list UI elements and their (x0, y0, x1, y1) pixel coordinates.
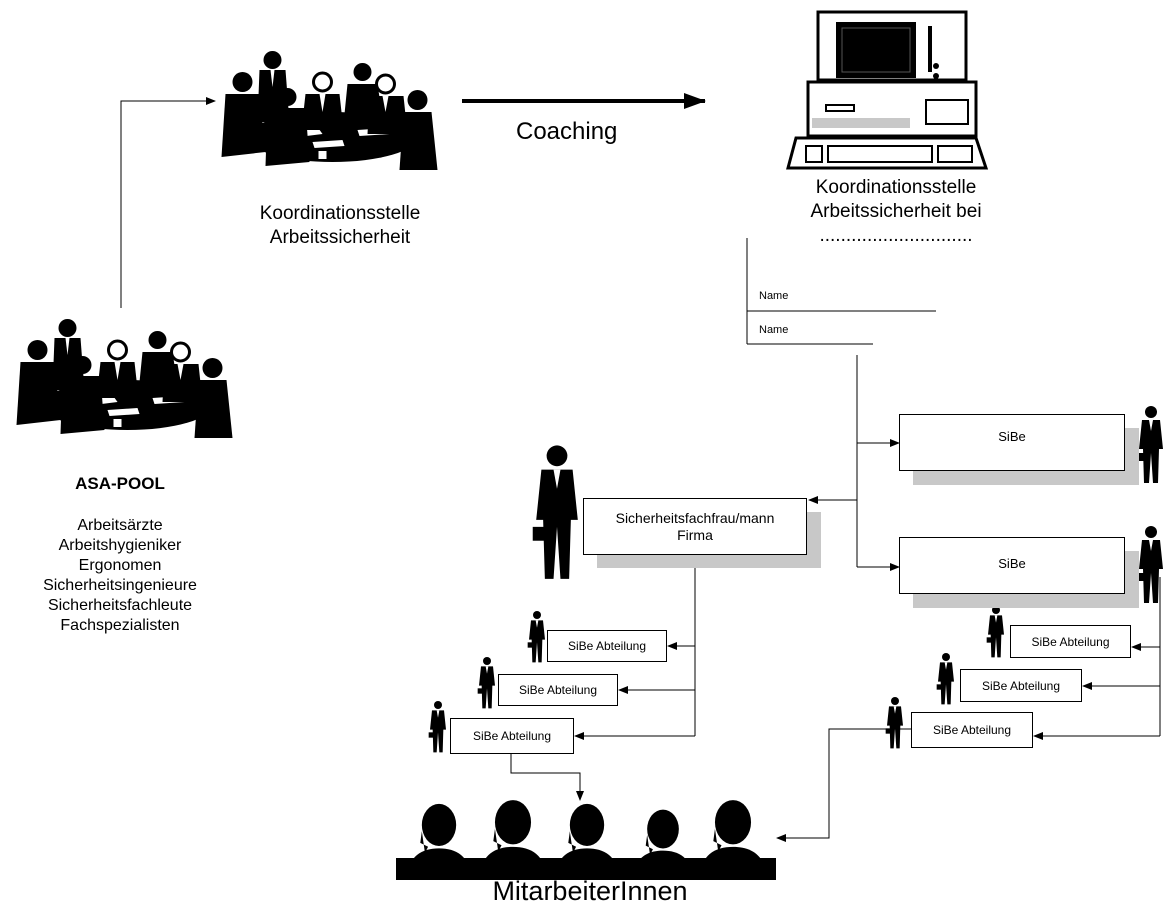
abt-person-icon-l1 (527, 611, 545, 663)
sibe-abteilung-label: SiBe Abteilung (567, 639, 647, 653)
abt-person-icon-l2 (477, 657, 495, 709)
sibe-abteilung-label: SiBe Abteilung (932, 723, 1012, 737)
pool-to-koordination-arrow (120, 97, 216, 308)
sibe-abteilung-label: SiBe Abteilung (518, 683, 598, 697)
businessman-icon (532, 445, 578, 579)
sibe-abteilung-right-2[interactable]: SiBe Abteilung (960, 669, 1082, 702)
koordination-right-label: Koordinationsstelle Arbeitssicherheit be… (778, 176, 1014, 248)
koordination-right-line1: Koordinationsstelle (815, 177, 977, 198)
abt-person-icon-r3 (885, 697, 903, 749)
name-field-2[interactable]: Name (759, 324, 789, 336)
koordination-left-line2: Arbeitssicherheit (269, 227, 411, 248)
koordination-left-label: Koordinationsstelle Arbeitssicherheit (232, 202, 448, 250)
asa-pool-title: ASA-POOL (75, 474, 165, 493)
mitarbeiter-label: MitarbeiterInnen (492, 876, 688, 906)
asa-member: Sicherheitsfachleute (47, 597, 193, 614)
name-field-1[interactable]: Name (759, 290, 789, 302)
sicherheitsfach-line1: Sicherheitsfachfrau/mann (615, 509, 775, 526)
sibe-abteilung-right-3[interactable]: SiBe Abteilung (911, 712, 1033, 748)
sibe-abteilung-label: SiBe Abteilung (472, 729, 552, 743)
asa-member: Arbeitshygieniker (58, 537, 182, 554)
sibe-abteilung-left-3[interactable]: SiBe Abteilung (450, 718, 574, 754)
asa-member: Ergonomen (78, 557, 162, 574)
computer-icon (786, 10, 989, 170)
asa-member: Sicherheitsingenieure (43, 577, 197, 594)
sibe-person-icon-2 (1137, 526, 1163, 603)
asa-member: Arbeitsärzte (77, 517, 163, 534)
koordination-right-line2: Arbeitssicherheit bei (810, 201, 982, 222)
arrow-to-mitarbeiter-right (776, 728, 911, 842)
coaching-label: Coaching (516, 118, 618, 145)
sicherheitsfach-line2: Firma (677, 526, 713, 543)
meeting-group-icon (219, 49, 440, 172)
sibe-box-2[interactable]: SiBe (899, 537, 1125, 594)
sibe-abteilung-left-1[interactable]: SiBe Abteilung (547, 630, 667, 662)
sibe-abteilung-label: SiBe Abteilung (1031, 634, 1110, 649)
asa-member: Fachspezialisten (60, 617, 180, 634)
sibe-abteilung-label: SiBe Abteilung (981, 678, 1061, 693)
arrow-to-mitarbeiter-left (510, 754, 584, 801)
abt-person-icon-r1 (986, 606, 1004, 658)
koordination-left-line1: Koordinationsstelle (259, 203, 421, 224)
abt-person-icon-l3 (428, 701, 446, 753)
sibe-abteilung-right-1[interactable]: SiBe Abteilung (1010, 625, 1131, 658)
sibe-person-icon-1 (1137, 406, 1163, 483)
sibe-label-2: SiBe (998, 556, 1026, 571)
sibe-box-1[interactable]: SiBe (899, 414, 1125, 471)
sibe-label-1: SiBe (998, 429, 1026, 444)
koordination-right-line3: ............................. (819, 225, 973, 246)
asa-pool-group-icon (14, 317, 235, 440)
sibe-abteilung-left-2[interactable]: SiBe Abteilung (498, 674, 618, 706)
audience-icon (396, 800, 776, 880)
sicherheitsfach-box[interactable]: Sicherheitsfachfrau/mann Firma (583, 498, 807, 555)
abt-person-icon-r2 (936, 653, 954, 705)
asa-pool-members: Arbeitsärzte Arbeitshygieniker Ergonomen… (0, 516, 240, 636)
